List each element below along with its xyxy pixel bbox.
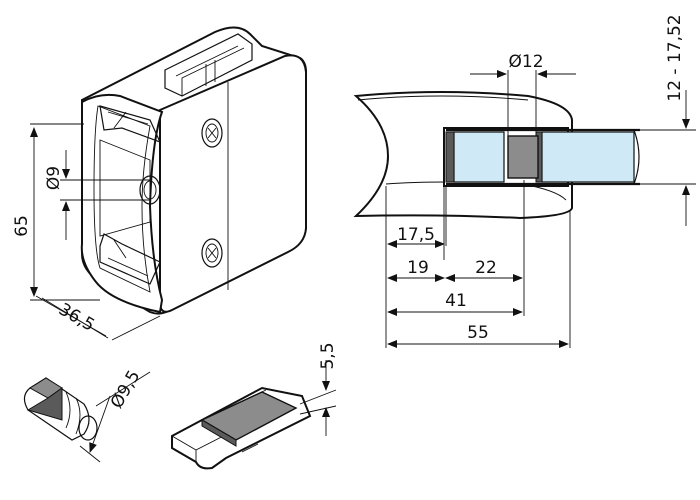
section-view: Ø12 12 - 17,52 17,5 19 22 41 55: [353, 14, 696, 348]
insert-view: 5,5: [171, 342, 338, 470]
screw-top-icon: [201, 118, 223, 148]
dim-5-5-label: 5,5: [318, 342, 338, 369]
dim-55-label: 55: [467, 323, 489, 343]
dim-diameter-12-label: Ø12: [508, 52, 543, 72]
pin-view: Ø9,5: [23, 367, 151, 463]
dim-22-label: 22: [475, 258, 497, 278]
pin-section: [507, 135, 539, 179]
dim-36-5-label: 36,5: [55, 300, 98, 336]
dim-19-label: 19: [407, 258, 429, 278]
screw-bottom-icon: [201, 238, 223, 268]
dim-65: 65: [12, 123, 100, 301]
dim-pin-9-5-label: Ø9,5: [107, 367, 145, 412]
dim-17-5-label: 17,5: [397, 225, 435, 245]
dim-65-label: 65: [12, 215, 32, 237]
glass-panel-right: [541, 131, 635, 183]
dim-diameter-9-label: Ø9: [44, 166, 64, 190]
dim-glass-range-label: 12 - 17,52: [665, 14, 685, 101]
clamp-isometric-view: 65 Ø9 36,5: [12, 26, 307, 341]
dim-41-label: 41: [445, 291, 467, 311]
glass-panel: [453, 131, 505, 183]
dim-diameter-9: Ø9: [44, 150, 150, 240]
